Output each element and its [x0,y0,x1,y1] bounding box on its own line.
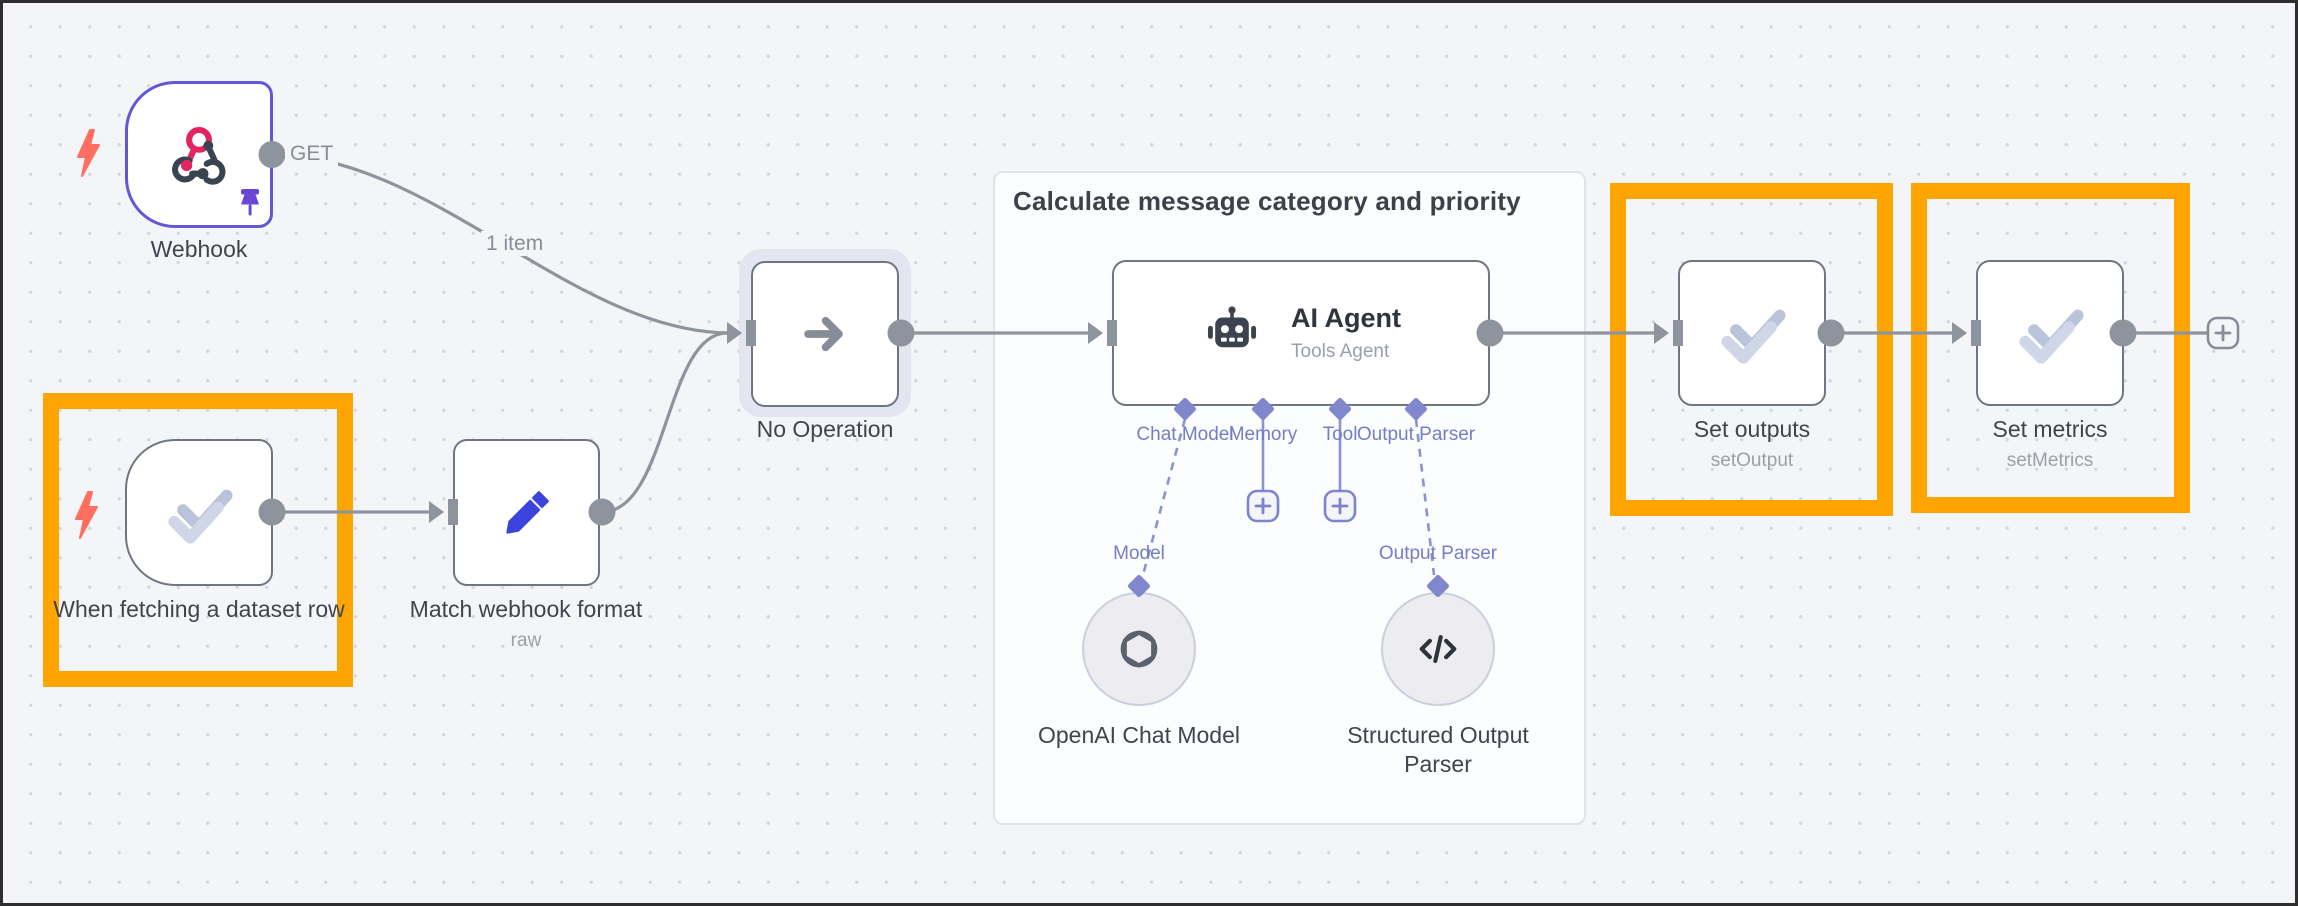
webhook-output-port[interactable] [258,141,286,168]
add-memory-button[interactable] [1246,489,1280,523]
subnode-port-label-outputparser: Output Parser [1378,543,1498,564]
match-node-sublabel: raw [510,630,542,652]
dataset-trigger-bolt-icon [75,491,98,539]
setoutputs-output-port[interactable] [1817,319,1845,347]
setmetrics-node-sublabel: setMetrics [2006,450,2094,472]
setoutputs-node-label: Set outputs setOutput [1694,415,1810,474]
openai-model-port[interactable] [1127,574,1151,598]
webhook-node-label: Webhook [150,236,248,262]
subnode-port-label-model: Model [1113,543,1165,564]
node-set-outputs[interactable] [1678,260,1826,406]
agent-port-label-chatmodel: Chat Model [1136,424,1234,445]
double-check-icon [2019,309,2084,364]
ai-agent-subtitle: Tools Agent [1291,340,1390,362]
agent-port-label-memory: Memory [1228,424,1298,445]
noop-node-label: No Operation [756,416,894,442]
parser-node-label: Structured Output Parser [1347,722,1529,778]
agent-port-label-outputparser: Output Parser [1356,424,1476,445]
highlight-box-dataset-trigger [43,393,353,687]
openai-logo-icon [1120,630,1158,668]
highlight-box-set-outputs [1610,183,1893,516]
node-ai-agent[interactable]: AI Agent Tools Agent [1112,260,1490,406]
node-match-webhook-format[interactable] [453,439,600,586]
setmetrics-input-port[interactable] [1952,320,1981,346]
dataset-node-label: When fetching a dataset row [53,596,345,622]
code-brackets-icon [1419,635,1457,663]
dataset-output-port[interactable] [258,498,286,526]
setoutputs-input-port[interactable] [1654,320,1683,346]
match-input-port[interactable] [429,499,458,525]
pencil-edit-icon [505,490,549,534]
agent-chatmodel-port[interactable] [1173,397,1197,421]
noop-input-port[interactable] [727,320,756,346]
group-box-title: Calculate message category and priority [1013,186,1521,216]
setmetrics-output-port[interactable] [2109,319,2137,347]
setmetrics-node-label: Set metrics setMetrics [1992,415,2107,474]
double-check-icon [1721,309,1786,364]
highlight-box-set-metrics [1911,183,2190,513]
agent-port-label-tool: Tool [1322,424,1358,445]
double-check-icon [168,489,233,544]
webhook-method-badge: GET [285,141,339,167]
robot-icon [1207,306,1257,348]
webhook-trigger-bolt-icon [77,129,100,177]
agent-output-port[interactable] [1476,319,1504,347]
node-no-operation[interactable] [751,261,899,407]
wire-outputparser-to-parser[interactable] [1414,418,1436,576]
agent-memory-port[interactable] [1251,397,1275,421]
add-tool-button[interactable] [1323,489,1357,523]
add-node-button[interactable] [2206,316,2240,350]
noop-output-port[interactable] [887,319,915,347]
ai-agent-title: AI Agent [1291,303,1401,334]
wire-chatmodel-to-openai[interactable] [1141,418,1187,576]
node-openai-chat-model[interactable] [1082,592,1196,706]
node-dataset-trigger[interactable] [125,439,273,586]
agent-input-port[interactable] [1088,320,1117,346]
connection-match-to-noop[interactable] [601,331,728,514]
connection-items-label: 1 item [481,231,549,257]
agent-tool-port[interactable] [1328,397,1352,421]
setoutputs-node-sublabel: setOutput [1710,450,1794,472]
pinned-data-pin-icon [241,189,259,216]
parser-output-port[interactable] [1426,574,1450,598]
match-node-label: Match webhook format raw [410,595,643,654]
agent-outputparser-port[interactable] [1404,397,1428,421]
node-structured-output-parser[interactable] [1381,592,1495,706]
openai-node-label: OpenAI Chat Model [1037,722,1241,748]
webhook-icon [172,126,226,185]
match-output-port[interactable] [588,498,616,526]
node-set-metrics[interactable] [1976,260,2124,406]
arrow-right-icon [804,316,843,352]
